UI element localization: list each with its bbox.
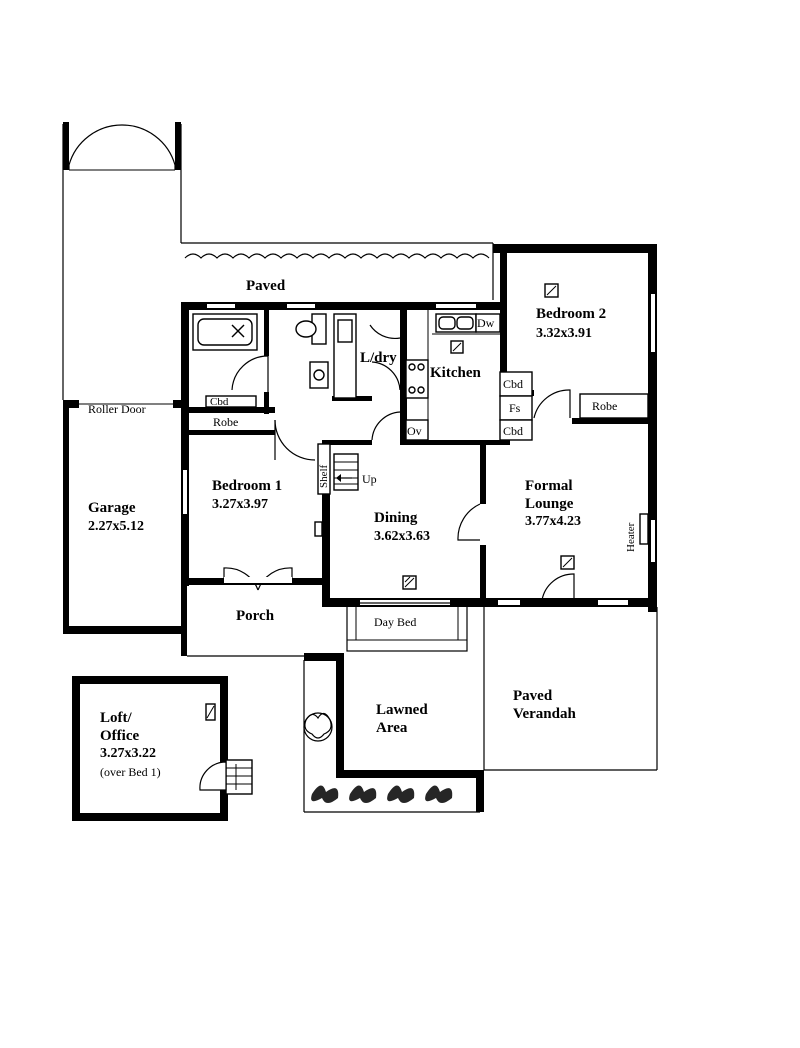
cbd-top	[499, 371, 533, 397]
day-bed	[346, 602, 468, 652]
shelf-label: Shelf	[318, 464, 330, 488]
garage-walls	[63, 400, 187, 634]
lawn-label-1: Lawned	[376, 702, 428, 718]
bathtub	[192, 313, 258, 351]
verandah-label-1: Paved	[513, 688, 553, 704]
lounge-dims: 3.77x4.23	[525, 514, 581, 529]
fs-label: Fs	[509, 401, 521, 415]
cbd-bottom	[499, 419, 533, 441]
loft-dims: 3.27x3.22	[100, 746, 156, 761]
dining-dims: 3.62x3.63	[374, 529, 430, 544]
bath-door-swing	[231, 355, 269, 391]
bed1-outlet	[314, 521, 323, 537]
dining-lounge-door	[457, 503, 481, 541]
house-walls	[181, 244, 657, 612]
bed2-heater-icon	[544, 283, 559, 298]
lounge-door-swing	[541, 573, 575, 601]
hedge-top	[184, 253, 490, 259]
lawn-label-2: Area	[376, 720, 408, 736]
shelf	[317, 443, 331, 495]
bedroom1-dims: 3.27x3.97	[212, 497, 268, 512]
fridge-space	[499, 395, 533, 421]
toilet	[295, 313, 327, 345]
lawn-walls	[304, 653, 484, 812]
lounge-label-1: Formal	[525, 478, 572, 494]
roller-door-label: Roller Door	[88, 402, 146, 416]
heater-unit	[639, 513, 649, 545]
cbd-bed1	[205, 395, 257, 408]
kitchen-sink	[435, 313, 477, 333]
up-label: Up	[362, 472, 377, 486]
laundry-inner-door	[371, 361, 401, 391]
basin	[309, 361, 329, 389]
dining-label: Dining	[374, 510, 418, 526]
laundry-door-swing	[369, 324, 401, 340]
kitchen-label: Kitchen	[430, 365, 481, 381]
driveway-gate	[68, 124, 176, 171]
cooktop	[405, 359, 429, 399]
porch-wall-left	[181, 586, 187, 656]
garage-dims: 2.27x5.12	[88, 519, 144, 534]
porch-door	[223, 567, 293, 591]
cbd-bottom-label: Cbd	[503, 424, 523, 438]
plants-row	[311, 785, 453, 803]
bed2-robe-label: Robe	[592, 399, 617, 413]
day-bed-label: Day Bed	[374, 615, 416, 629]
dw-label: Dw	[477, 316, 495, 330]
verandah-label-2: Verandah	[513, 706, 576, 722]
dishwasher	[475, 313, 501, 333]
heater-label: Heater	[625, 522, 637, 552]
loft-label-2: Office	[100, 728, 139, 744]
bed2-door-swing	[533, 389, 571, 419]
bedroom2-label: Bedroom 2	[536, 306, 606, 322]
paved-top-label: Paved	[246, 278, 286, 294]
porch-label: Porch	[236, 608, 275, 624]
dining-heater-icon	[402, 575, 417, 590]
laundry-label: L/dry	[360, 350, 397, 366]
loft-label-1: Loft/	[100, 710, 132, 726]
cbd-top-label: Cbd	[503, 377, 523, 391]
bedroom1-label: Bedroom 1	[212, 478, 282, 494]
dining-door-swing	[371, 411, 401, 441]
driveway-outline	[62, 122, 494, 400]
bed1-cbd-label: Cbd	[210, 396, 229, 408]
bed1-door-swing	[274, 419, 316, 461]
loft-stair	[199, 759, 253, 795]
loft-walls	[72, 676, 228, 821]
ov-label: Ov	[407, 424, 422, 438]
laundry-tub	[333, 313, 357, 399]
stair-up	[333, 453, 359, 491]
lounge-label-2: Lounge	[525, 496, 574, 512]
garage-label: Garage	[88, 500, 136, 516]
verandah-outline	[484, 607, 658, 771]
oven	[405, 419, 429, 441]
bedroom2-dims: 3.32x3.91	[536, 326, 592, 341]
shrub-icon	[303, 712, 333, 742]
lounge-heater-icon	[560, 555, 575, 570]
bed1-robe-label: Robe	[213, 415, 238, 429]
bed2-robe	[579, 393, 649, 419]
kitchen-heater-icon	[450, 340, 464, 354]
loft-note: (over Bed 1)	[100, 765, 161, 779]
